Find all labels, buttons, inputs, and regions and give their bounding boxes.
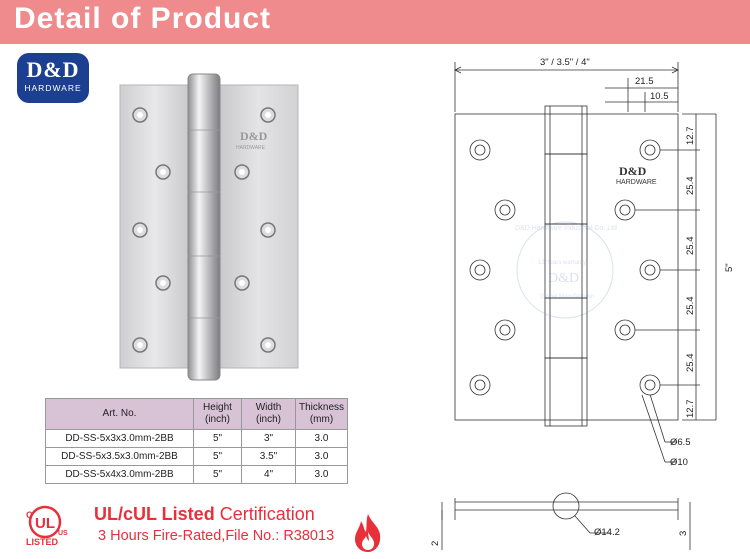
dim-21-5: 21.5 — [635, 76, 654, 87]
dim-height: 5" — [724, 263, 735, 272]
cert-title-rest: Certification — [214, 504, 315, 524]
spec-table: Art. No. Height (inch) Width (inch) Thic… — [45, 398, 348, 484]
header-width-text: Width (inch) — [255, 402, 282, 425]
photo-brand-subtext: HARDWARE — [236, 145, 266, 151]
dim-hole-large: Ø10 — [670, 457, 688, 468]
cell-height: 5" — [193, 429, 242, 448]
us-mark-text: US — [58, 530, 68, 537]
watermark-sub-text: Global Manufacturer — [540, 294, 594, 300]
cell-art-no: DD-SS-5x3x3.0mm-2BB — [45, 429, 194, 448]
header-banner: Detail of Product — [0, 0, 750, 44]
header-thickness: Thickness (mm) — [295, 398, 348, 430]
header-thickness-text: Thickness (mm) — [298, 402, 344, 425]
cert-title-bold: UL/cUL Listed — [94, 504, 215, 524]
cell-height: 5" — [193, 447, 242, 466]
hinge-photo: D&D HARDWARE — [119, 73, 299, 381]
watermark: D&D Hardware Industrial Co.,Ltd 13 Years… — [515, 221, 617, 319]
header-width: Width (inch) — [241, 398, 296, 430]
certification-block: UL C US LISTED UL/cUL Listed Certificati… — [12, 500, 392, 559]
brand-logo: D&D HARDWARE — [17, 53, 89, 103]
watermark-name-text: D&D — [548, 271, 579, 286]
page-title: Detail of Product — [14, 2, 272, 35]
header-height-text: Height (inch) — [203, 402, 232, 425]
dim-hole-small: Ø6.5 — [670, 437, 691, 448]
flame-icon — [355, 514, 381, 552]
cell-width: 3.5" — [241, 447, 296, 466]
dim-25-4-a: 25.4 — [685, 177, 696, 196]
cell-width: 4" — [241, 465, 296, 484]
dim-width: 3" / 3.5" / 4" — [540, 57, 590, 68]
dim-12-7-top: 12.7 — [685, 127, 696, 146]
technical-drawing: 3" / 3.5" / 4" 21.5 10.5 12.7 25.4 25.4 … — [430, 57, 735, 550]
listed-label: LISTED — [26, 537, 59, 547]
logo-text: D&D — [26, 57, 80, 82]
c-mark-text: C — [26, 510, 33, 520]
table-row: DD-SS-5x3x3.0mm-2BB 5" 3" 3.0 — [45, 429, 348, 448]
cell-thickness: 3.0 — [295, 465, 348, 484]
cell-height: 5" — [193, 465, 242, 484]
header-art-no: Art. No. — [45, 398, 194, 430]
cell-thickness: 3.0 — [295, 429, 348, 448]
ul-mark-text: UL — [35, 515, 55, 532]
dim-thick-right: 3 — [678, 531, 689, 536]
table-row: DD-SS-5x3.5x3.0mm-2BB 5" 3.5" 3.0 — [45, 447, 348, 466]
dim-25-4-c: 25.4 — [685, 297, 696, 316]
dim-25-4-d: 25.4 — [685, 354, 696, 373]
side-view — [441, 492, 691, 550]
cell-art-no: DD-SS-5x3.5x3.0mm-2BB — [45, 447, 194, 466]
table-row: DD-SS-5x4x3.0mm-2BB 5" 4" 3.0 — [45, 465, 348, 484]
watermark-years-text: 13 Years warranty — [538, 260, 586, 266]
drawing-brand-text: D&D — [619, 164, 647, 178]
cell-width: 3" — [241, 429, 296, 448]
cert-title: UL/cUL Listed Certification — [94, 504, 315, 525]
drawing-brand-subtext: HARDWARE — [616, 179, 657, 186]
logo-subtext: HARDWARE — [24, 83, 82, 93]
ul-listed-icon: UL C US — [26, 505, 68, 539]
table-header-row: Art. No. Height (inch) Width (inch) Thic… — [45, 398, 348, 430]
photo-brand-text: D&D — [240, 129, 268, 143]
dim-25-4-b: 25.4 — [685, 237, 696, 256]
cell-thickness: 3.0 — [295, 447, 348, 466]
header-height: Height (inch) — [193, 398, 242, 430]
dim-thick-left: 2 — [430, 541, 441, 546]
dim-10-5: 10.5 — [650, 91, 669, 102]
watermark-ring-text: D&D Hardware Industrial Co.,Ltd — [515, 225, 617, 232]
cert-fire-rating: 3 Hours Fire-Rated,File No.: R38013 — [98, 528, 335, 544]
dim-12-7-bottom: 12.7 — [685, 400, 696, 419]
cell-art-no: DD-SS-5x4x3.0mm-2BB — [45, 465, 194, 484]
dim-knuckle: Ø14.2 — [594, 527, 620, 538]
